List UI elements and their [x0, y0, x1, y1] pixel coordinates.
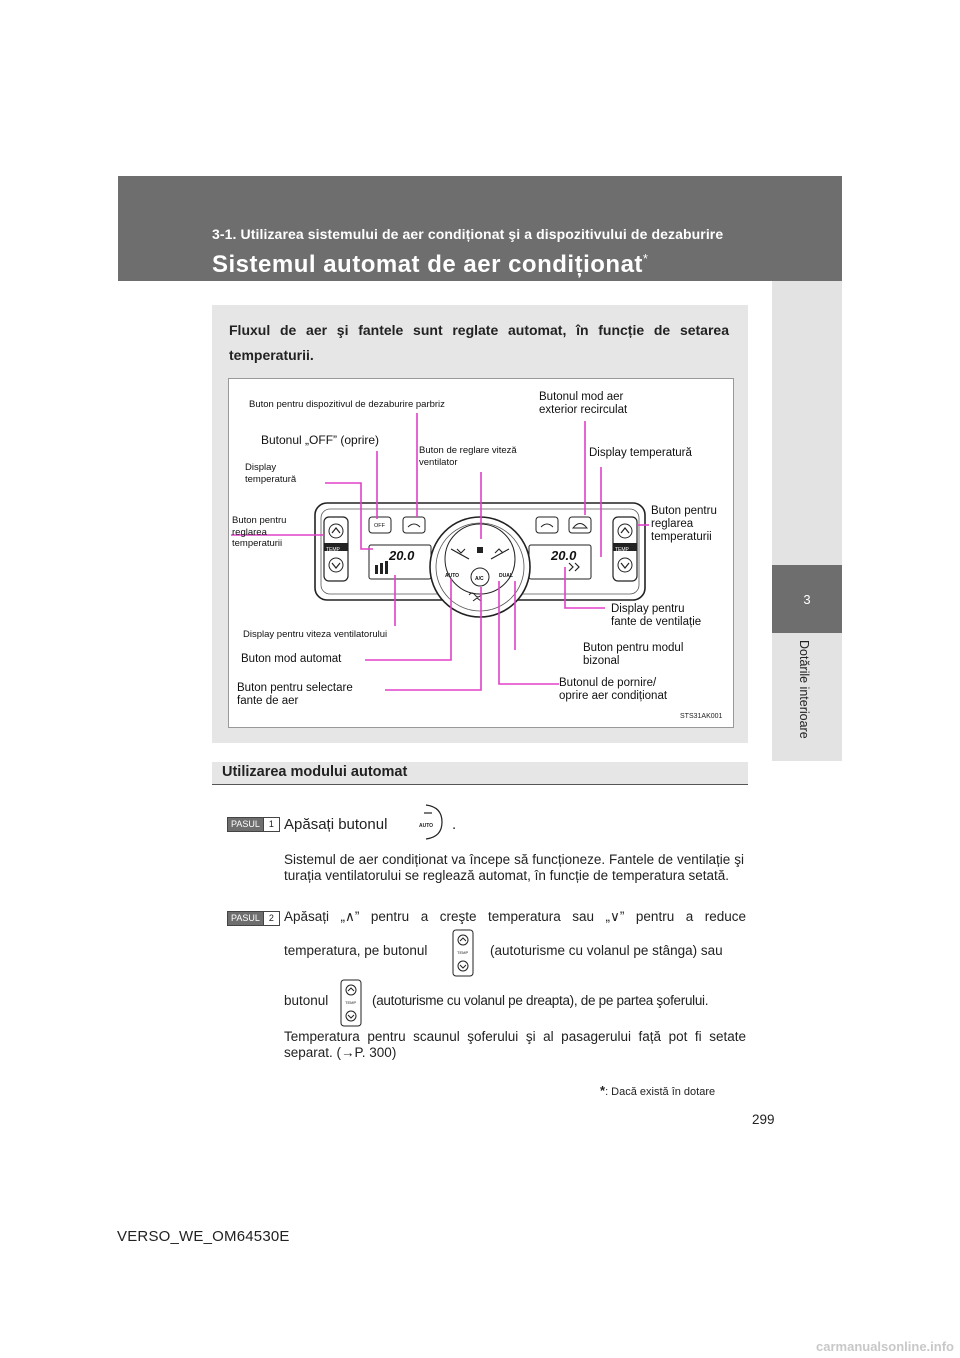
ac-button-text: A/C — [475, 576, 484, 582]
section-heading-bar — [212, 762, 748, 785]
label-fan-display: Display pentru viteza ventilatorului — [243, 629, 388, 640]
section-title: Utilizarea modului automat — [222, 764, 408, 780]
side-tab-bar — [772, 281, 842, 761]
label-defroster: Buton pentru dispozitivul de dezaburire … — [249, 399, 445, 410]
step-2-description: Temperatura pentru scaunul şoferului şi … — [284, 1029, 746, 1060]
intro-text: Fluxul de aer şi fantele sunt reglate au… — [229, 322, 729, 363]
step-2-line-3b: (autoturisme cu volanul pe dreapta), de … — [372, 993, 709, 1008]
temp-button-rhd-icon: TEMP — [340, 979, 362, 1032]
temp-label-left: TEMP — [326, 547, 340, 553]
auto-button-icon: AUTO — [412, 803, 444, 846]
temp-button-lhd-text: TEMP — [457, 950, 469, 955]
step-2-line-2a: temperatura, pe butonul — [284, 943, 428, 958]
step-1-period: . — [452, 816, 457, 833]
climate-panel-illustration — [314, 502, 646, 618]
step-2-line-3a: butonul — [284, 993, 329, 1008]
label-auto-mode: Buton mod automat — [241, 653, 342, 665]
footnote-mark: * — [600, 1083, 606, 1098]
label-fan-speed: Buton de reglare viteză ventilator — [419, 445, 517, 468]
watermark: carmanualsonline.info — [816, 1339, 954, 1354]
climate-control-figure: OFF TEMP TEMP 20.0 20.0 AUTO A/C DUAL Bu… — [228, 378, 734, 728]
off-button-text: OFF — [374, 523, 385, 529]
label-temp-display-right: Display temperatură — [589, 447, 692, 459]
figure-code: STS31AK001 — [680, 713, 723, 720]
temp-button-rhd-text: TEMP — [345, 1000, 357, 1005]
footnote: *: Dacă există în dotare — [600, 1083, 716, 1098]
temp-button-lhd-icon: TEMP — [452, 929, 474, 982]
step-1-instruction: Apăsați butonul — [284, 816, 388, 833]
label-temp-adjust-right: Buton pentru reglarea temperaturii — [651, 505, 717, 543]
auto-button-text: AUTO — [445, 573, 460, 579]
temp-label-right: TEMP — [615, 547, 629, 553]
label-off-button: Butonul „OFF” (oprire) — [261, 433, 380, 447]
title-footnote-mark: * — [642, 251, 649, 266]
chapter-label: Dotările interioare — [797, 640, 811, 739]
label-recirc: Butonul mod aer exterior recirculat — [539, 391, 628, 416]
chapter-number: 3 — [772, 565, 842, 633]
label-vent-select: Buton pentru selectare fante de aer — [237, 682, 353, 707]
document-id: VERSO_WE_OM64530E — [117, 1228, 290, 1245]
label-temp-adjust-left: Buton pentru reglarea temperaturii — [232, 515, 287, 549]
step-2-line-1: Apăsați „∧” pentru a creşte temperatura … — [284, 909, 746, 924]
label-vent-display: Display pentru fante de ventilație — [611, 603, 702, 628]
label-ac: Butonul de pornire/ oprire aer condițion… — [559, 677, 668, 702]
step-2-line-2b: (autoturisme cu volanul pe stânga) sau — [490, 943, 723, 958]
step-1-description: Sistemul de aer condiționat va începe să… — [284, 852, 744, 883]
label-temp-display-left: Display temperatură — [245, 462, 297, 485]
leader-lines — [231, 413, 649, 691]
page-number: 299 — [752, 1112, 775, 1127]
page-title: Sistemul automat de aer condiționat* — [212, 251, 649, 278]
label-dual: Buton pentru modul bizonal — [583, 642, 684, 667]
dual-button-text: DUAL — [499, 573, 513, 579]
section-heading: 3-1. Utilizarea sistemului de aer condiț… — [212, 226, 724, 242]
header-bar — [118, 176, 842, 281]
temp-display-left-value: 20.0 — [389, 548, 415, 563]
auto-button-icon-text: AUTO — [419, 823, 434, 829]
temp-display-right-value: 20.0 — [551, 548, 577, 563]
